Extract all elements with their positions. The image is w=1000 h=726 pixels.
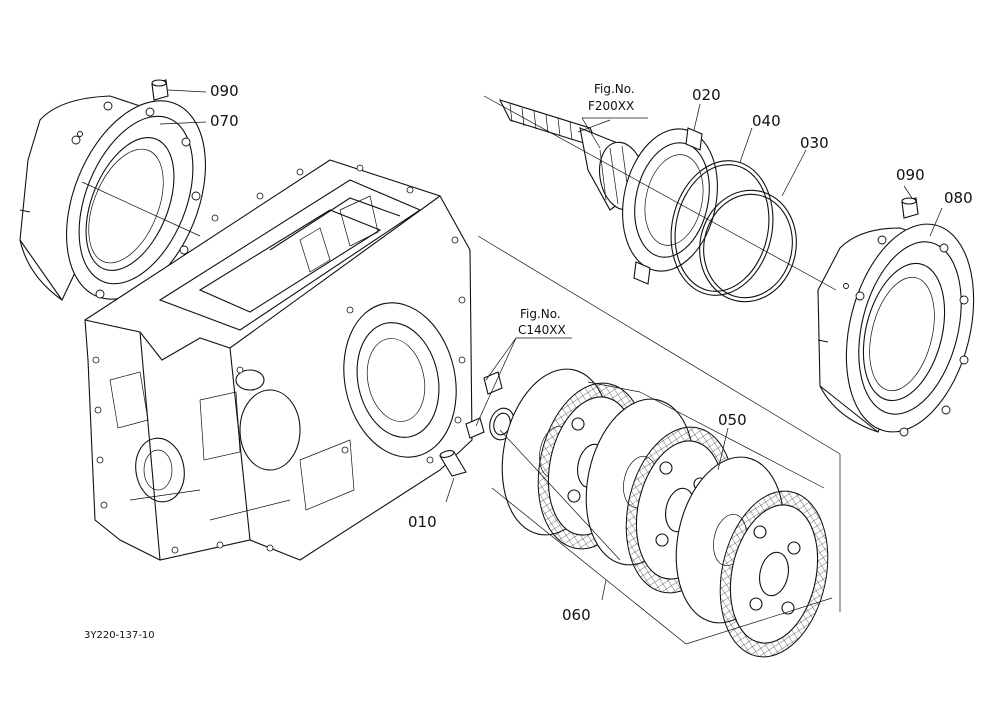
seal-ring-040 [670, 160, 774, 296]
callout-020: 020 [692, 86, 721, 104]
callout-090-left: 090 [210, 82, 239, 100]
callout-050: 050 [718, 411, 747, 429]
left-bearing-housing-070 [19, 95, 206, 301]
grease-nipple-090-right [901, 197, 919, 219]
seal-ring-030 [699, 189, 797, 303]
fig-ref-housing-label: Fig.No. [520, 307, 561, 321]
piston-020 [622, 127, 718, 285]
callout-030: 030 [800, 134, 829, 152]
drawing-code: 3Y220-137-10 [84, 630, 155, 641]
callout-090-right: 090 [896, 166, 925, 184]
callout-080: 080 [944, 189, 973, 207]
callout-070: 070 [210, 112, 239, 130]
fig-ref-housing-code: C140XX [518, 323, 566, 337]
fig-ref-shaft-code: F200XX [588, 99, 634, 113]
callout-040: 040 [752, 112, 781, 130]
right-bearing-housing-080 [817, 223, 975, 437]
fig-ref-shaft-label: Fig.No. [594, 82, 635, 96]
leader-lines [81, 89, 943, 645]
dowel-pin [465, 371, 503, 439]
callout-060: 060 [562, 606, 591, 624]
friction-disc-050-3 [719, 490, 829, 658]
grease-nipple-090-left [151, 79, 169, 101]
transmission-case [84, 159, 473, 561]
callout-010: 010 [408, 513, 437, 531]
pin-010 [439, 450, 467, 477]
